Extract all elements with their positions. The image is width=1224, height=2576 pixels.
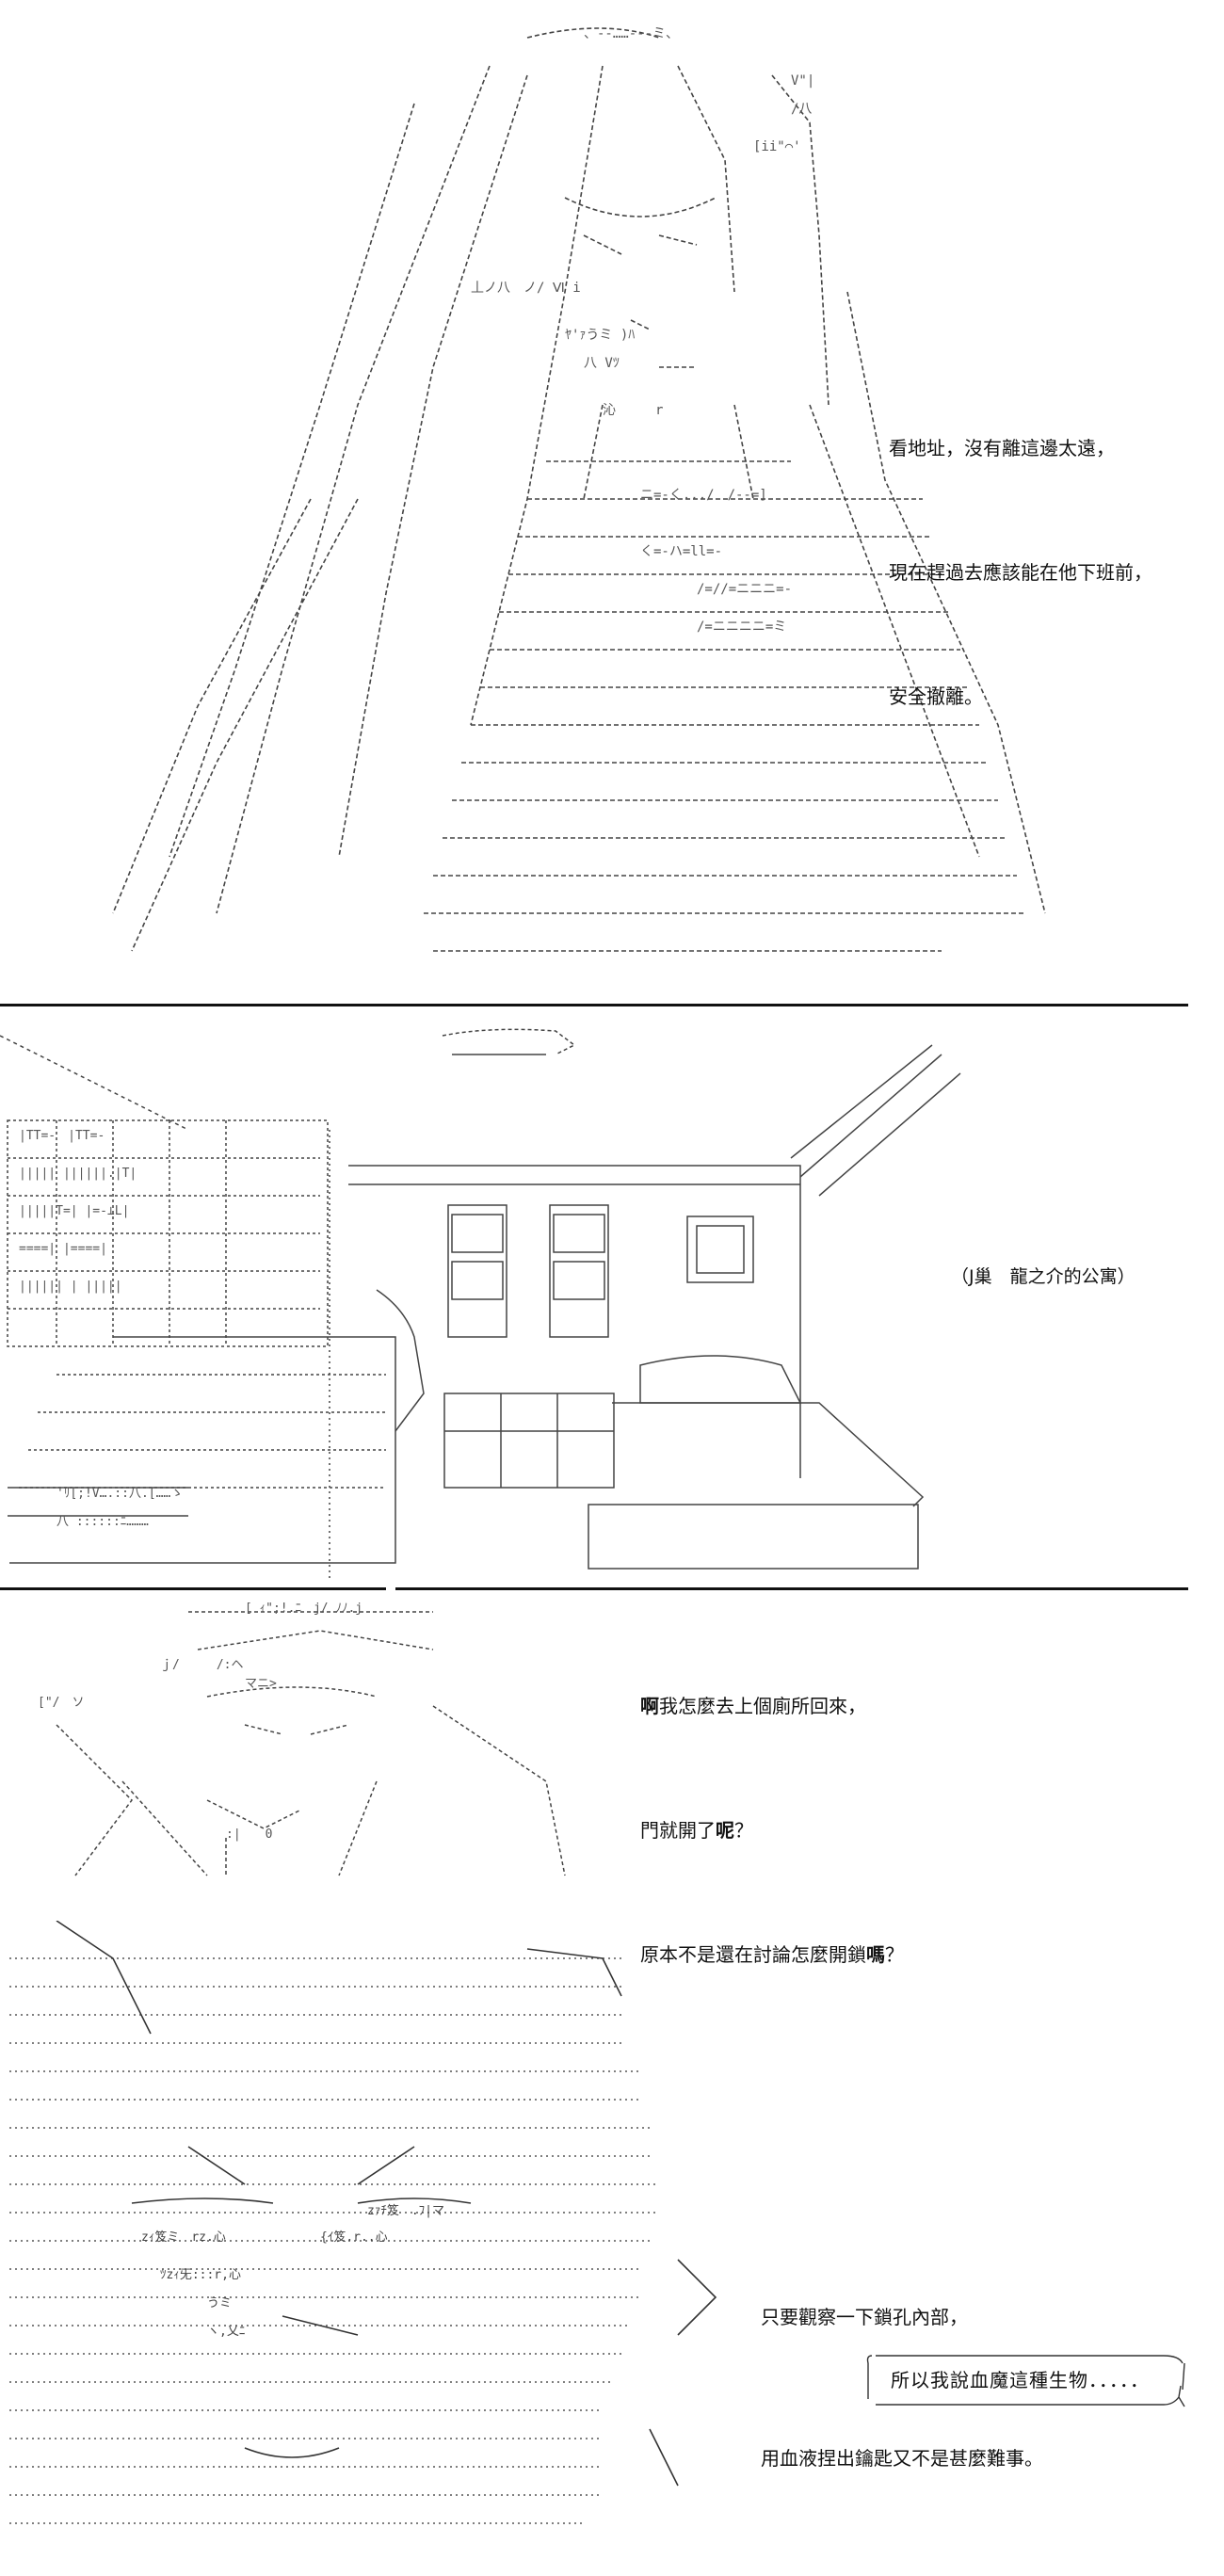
- panel-3-caption: 啊我怎麼去上個廁所回來， 門就開了呢？ 原本不是還在討論怎麼開鎖嗎？: [640, 1602, 904, 2058]
- svg-text:|||||| | |||||: |||||| | |||||: [19, 1280, 122, 1294]
- boy-at-door-illustration: [ ｨ";!.ﾆ j/ ﾉﾉ.j ｊ/ /:ヘ マニ> ["/ ソ :| 0: [19, 1593, 584, 1894]
- caption-line: 現在趕過去應該能在他下班前，: [889, 561, 1152, 584]
- close-up-face-illustration: zｧﾁ笈 .ﾌ|マ zｨ笈ミ rz.心 {ｲ笈.r..心 ﾂzｨ旡:::r,心 …: [0, 1921, 734, 2570]
- svg-text:/=ニニニニ=ミ: /=ニニニニ=ミ: [697, 620, 786, 635]
- svg-text:zｧﾁ笈 .ﾌ|マ: zｧﾁ笈 .ﾌ|マ: [367, 2203, 444, 2218]
- caption-line: 用血液捏出鑰匙又不是甚麼難事。: [761, 2447, 1043, 2470]
- caption-line: 門就開了呢？: [640, 1810, 904, 1851]
- location-label: （J巢 龍之介的公寓）: [951, 1266, 1135, 1287]
- svg-text:V"|: V"|: [791, 73, 814, 89]
- svg-text:八 ::::::ﾆ………: 八 ::::::ﾆ………: [56, 1515, 149, 1529]
- panel-3: [ ｨ";!.ﾆ j/ ﾉﾉ.j ｊ/ /:ヘ マニ> ["/ ソ :| 0 啊…: [0, 1593, 1224, 1966]
- thought-bubble: 所以我說血魔這種生物．．．．．: [862, 2352, 1198, 2408]
- svg-text:====| |====|: ====| |====|: [19, 1242, 107, 1256]
- panel-divider: [0, 1587, 386, 1590]
- bold-char: 啊: [640, 1695, 659, 1717]
- svg-text:く=-ハ=ll=-: く=-ハ=ll=-: [640, 544, 722, 559]
- svg-text:'ﾘ[;!V….::八.[……ゝ: 'ﾘ[;!V….::八.[……ゝ: [56, 1487, 183, 1501]
- caption-line: 看地址，沒有離這邊太遠，: [889, 437, 1115, 459]
- caption-text: 我怎麼去上個廁所回來，: [659, 1695, 866, 1717]
- svg-text:ヽ,乂ﾆ: ヽ,乂ﾆ: [207, 2325, 245, 2339]
- caption-text: ？: [734, 1819, 753, 1842]
- panel-1-caption: 看地址，沒有離這邊太遠， 現在趕過去應該能在他下班前， 安全撤離。: [889, 345, 1152, 800]
- panel-divider: [395, 1587, 1188, 1590]
- panel-4-caption: 只要觀察一下鎖孔內部， 用血液捏出鑰匙又不是甚麼難事。: [761, 2199, 1043, 2576]
- apartment-room-illustration: |TT=- |TT=- ||||| ||||||.|T| |||||T=| |=…: [0, 1017, 1224, 1582]
- panel-4: zｧﾁ笈 .ﾌ|マ zｨ笈ミ rz.心 {ｲ笈.r..心 ﾂzｨ旡:::r,心 …: [0, 1921, 1224, 2570]
- svg-text:|TT=- |TT=-: |TT=- |TT=-: [19, 1129, 105, 1143]
- panel-divider: [0, 1004, 1188, 1006]
- svg-text:ニ=-く.../ /--=]: ニ=-く.../ /--=]: [640, 488, 767, 503]
- bold-char: 嗎: [866, 1943, 885, 1966]
- caption-text: 原本不是還在討論怎麼開鎖: [640, 1943, 866, 1966]
- svg-text:沁 r: 沁 r: [603, 403, 663, 418]
- svg-text:[ ｨ";!.ﾆ j/ ﾉﾉ.j: [ ｨ";!.ﾆ j/ ﾉﾉ.j: [245, 1602, 362, 1616]
- caption-text: 門就開了: [640, 1819, 716, 1842]
- thought-text: 所以我說血魔這種生物．．．．．: [891, 2369, 1150, 2391]
- svg-text:|||||T=| |=-⊥L|: |||||T=| |=-⊥L|: [19, 1204, 129, 1218]
- svg-text:ﾔ'ｧうミ )ﾊ: ﾔ'ｧうミ )ﾊ: [565, 328, 635, 343]
- svg-text:/=//=ニニニ=-: /=//=ニニニ=-: [697, 582, 792, 597]
- svg-text:、--……---ミ、: 、--……---ミ、: [584, 26, 679, 41]
- caption-line: 安全撤離。: [889, 685, 983, 708]
- svg-text::| 0: :| 0: [226, 1827, 272, 1842]
- bold-char: 呢: [716, 1819, 734, 1842]
- caption-line: 啊我怎麼去上個廁所回來，: [640, 1685, 904, 1727]
- caption-line: 只要觀察一下鎖孔內部，: [761, 2306, 968, 2328]
- svg-text:うミ: うミ: [207, 2296, 232, 2310]
- svg-text:丄ノ八 ノ/ Ⅵ i: 丄ノ八 ノ/ Ⅵ i: [471, 281, 581, 296]
- caption-text: ？: [885, 1943, 904, 1966]
- panel-1: 、--……---ミ、 V"| /八 [ii"⌒' 丄ノ八 ノ/ Ⅵ i ﾔ'ｧう…: [0, 0, 1224, 989]
- svg-text:||||| ||||||.|T|: ||||| ||||||.|T|: [19, 1167, 137, 1181]
- girl-long-hair-illustration: 、--……---ミ、 V"| /八 [ii"⌒' 丄ノ八 ノ/ Ⅵ i ﾔ'ｧう…: [75, 9, 1055, 979]
- caption-line: 原本不是還在討論怎麼開鎖嗎？: [640, 1934, 904, 1975]
- panel-2: |TT=- |TT=- ||||| ||||||.|T| |||||T=| |=…: [0, 1017, 1224, 1582]
- svg-text:ﾂzｨ旡:::r,心: ﾂzｨ旡:::r,心: [160, 2268, 241, 2282]
- svg-text:八 Vﾂ: 八 Vﾂ: [584, 356, 620, 371]
- svg-text:["/ ソ: ["/ ソ: [38, 1696, 84, 1710]
- svg-text:{ｲ笈.r..心: {ｲ笈.r..心: [320, 2230, 388, 2245]
- svg-text:/八: /八: [791, 102, 812, 117]
- svg-text:[ii"⌒': [ii"⌒': [753, 139, 801, 154]
- svg-text:ｊ/ /:ヘ: ｊ/ /:ヘ: [160, 1658, 243, 1672]
- svg-text:マニ>: マニ>: [245, 1677, 277, 1691]
- svg-text:zｨ笈ミ rz.心: zｨ笈ミ rz.心: [141, 2230, 226, 2245]
